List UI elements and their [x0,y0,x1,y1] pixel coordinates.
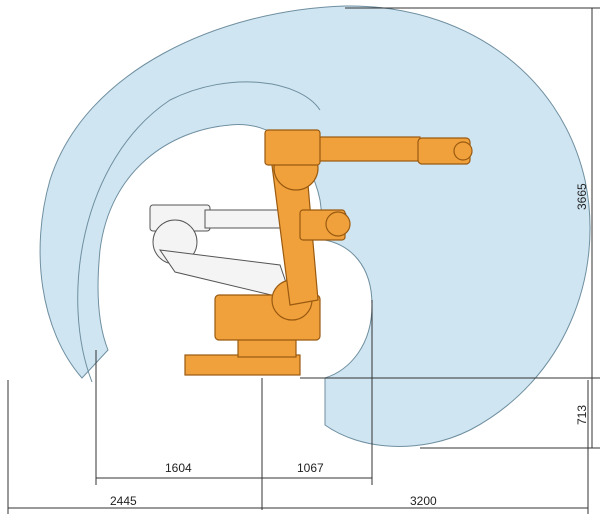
robot-main-pose [184,129,473,376]
inner-envelope-line [77,81,321,383]
dim-3665: 3665 [575,183,589,210]
dim-1067: 1067 [297,461,324,475]
robot-forearm [309,136,421,162]
robot-base-plate [184,354,301,376]
dim-3200: 3200 [410,494,437,508]
dimension-lines [7,7,600,514]
reach-envelope [39,5,591,447]
dim-1604: 1604 [165,461,192,475]
dim-713: 713 [575,405,589,425]
dim-2445: 2445 [110,494,137,508]
